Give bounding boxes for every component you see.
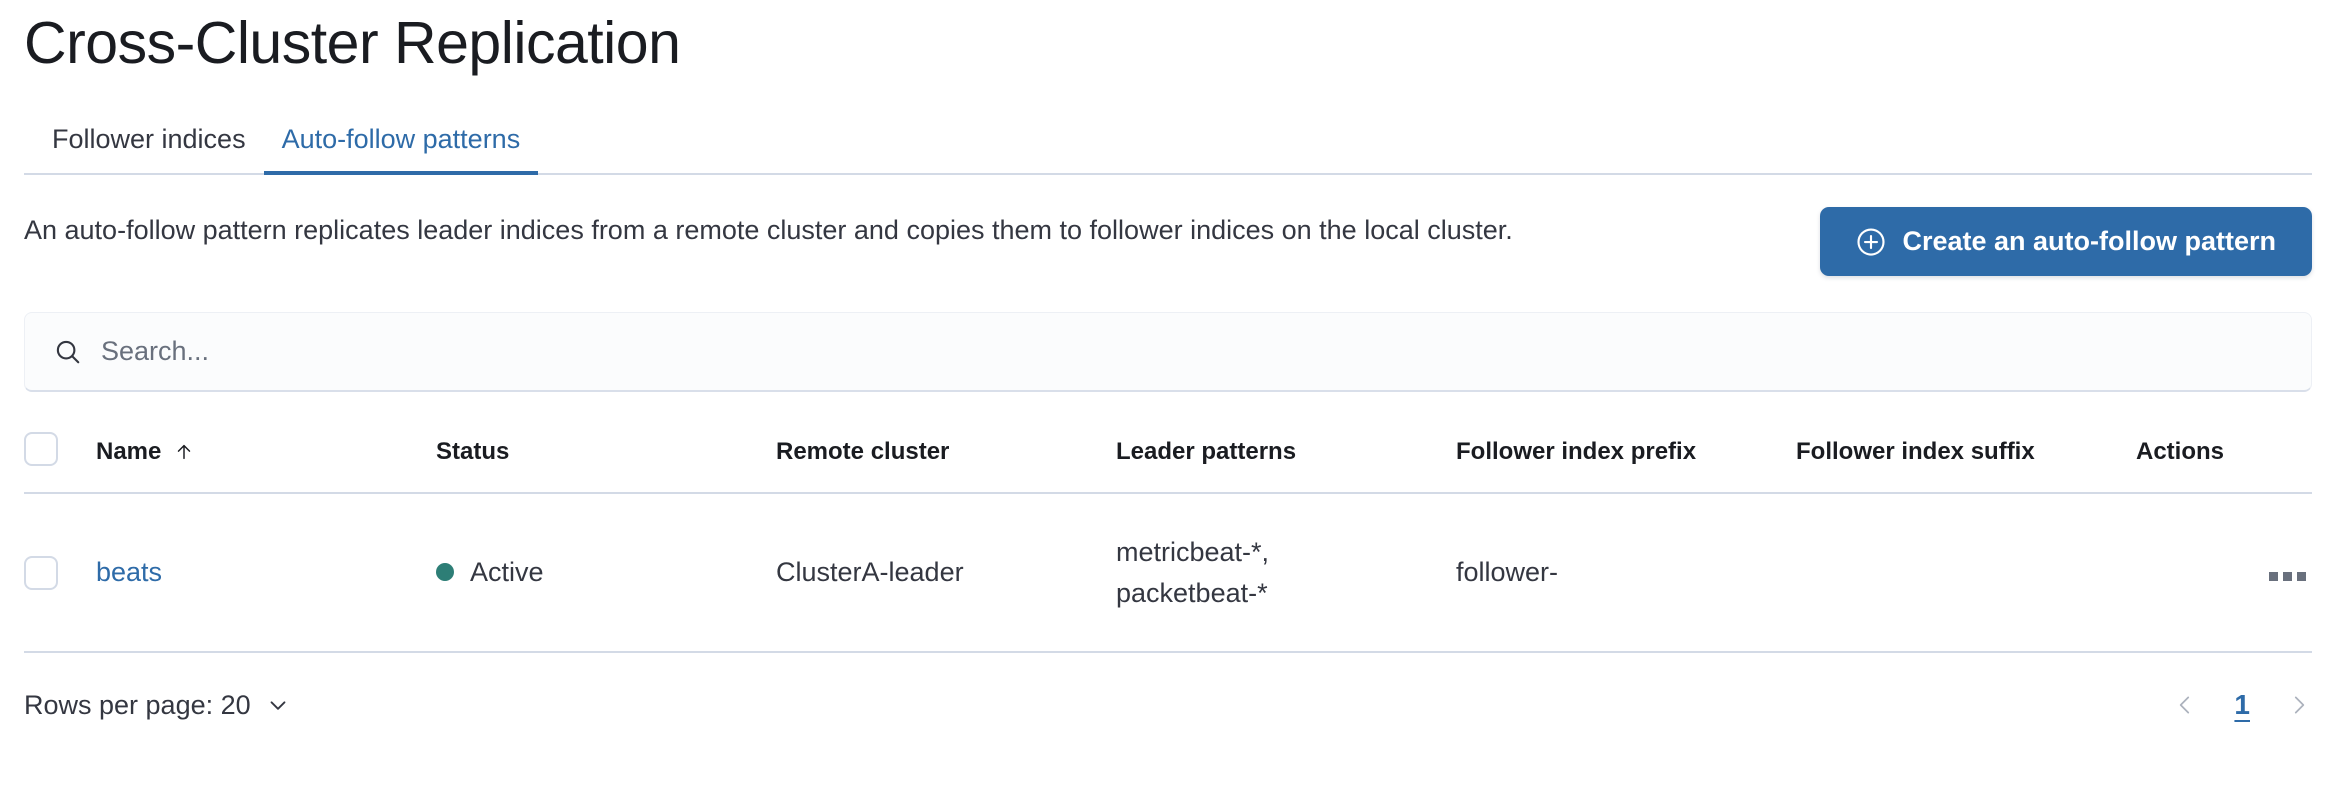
rows-per-page-label: Rows per page: 20 (24, 689, 251, 720)
table-header: Name Status Remote cluster Leade (24, 432, 2312, 493)
row-status-cell: Active (436, 493, 776, 653)
table-row: beats Active ClusterA-leader metricbeat-… (24, 493, 2312, 653)
row-actions-cell (2136, 493, 2312, 653)
chevron-down-icon (265, 692, 291, 718)
page-number-1[interactable]: 1 (2234, 689, 2250, 720)
header-remote-cluster[interactable]: Remote cluster (776, 432, 1116, 493)
arrow-up-icon (173, 441, 195, 463)
search-input[interactable] (101, 336, 2283, 367)
header-follower-index-prefix-label: Follower index prefix (1456, 438, 1697, 465)
header-actions: Actions (2136, 432, 2312, 493)
table-body: beats Active ClusterA-leader metricbeat-… (24, 493, 2312, 653)
plus-in-circle-icon (1856, 227, 1886, 257)
chevron-left-icon[interactable] (2172, 687, 2198, 723)
status-dot-icon (436, 563, 454, 582)
tab-auto-follow-patterns[interactable]: Auto-follow patterns (263, 126, 539, 175)
chevron-right-icon[interactable] (2286, 687, 2312, 723)
ellipsis-horizontal-icon[interactable] (2263, 566, 2312, 587)
table-footer: Rows per page: 20 1 (24, 687, 2312, 723)
header-follower-index-suffix[interactable]: Follower index suffix (1796, 432, 2136, 493)
row-name-cell: beats (96, 493, 436, 653)
header-follower-index-prefix[interactable]: Follower index prefix (1456, 432, 1796, 493)
description-text: An auto-follow pattern replicates leader… (24, 215, 1513, 245)
rows-per-page-selector[interactable]: Rows per page: 20 (24, 690, 291, 721)
header-status-label: Status (436, 438, 510, 465)
row-leader-patterns-cell: metricbeat-*, packetbeat-* (1116, 493, 1456, 653)
header-leader-patterns[interactable]: Leader patterns (1116, 432, 1456, 493)
create-auto-follow-pattern-label: Create an auto-follow pattern (1902, 226, 2276, 256)
auto-follow-pattern-link[interactable]: beats (96, 557, 163, 587)
row-select-cell (24, 493, 96, 653)
row-remote-cluster-cell: ClusterA-leader (776, 493, 1116, 653)
pagination: 1 (2172, 687, 2312, 723)
header-leader-patterns-label: Leader patterns (1116, 438, 1297, 465)
header-name[interactable]: Name (96, 432, 436, 493)
header-remote-cluster-label: Remote cluster (776, 438, 950, 465)
header-actions-label: Actions (2136, 438, 2225, 465)
header-select-all (24, 432, 96, 493)
row-checkbox[interactable] (24, 555, 58, 590)
table-header-row: Name Status Remote cluster Leade (24, 432, 2312, 493)
status-badge: Active (470, 556, 544, 587)
auto-follow-patterns-table: Name Status Remote cluster Leade (24, 432, 2312, 653)
tab-follower-indices[interactable]: Follower indices (24, 126, 264, 173)
row-follower-index-suffix-cell (1796, 493, 2136, 653)
header-status[interactable]: Status (436, 432, 776, 493)
tab-bar: Follower indices Auto-follow patterns (24, 111, 2312, 175)
leader-patterns-value: metricbeat-*, packetbeat-* (1116, 537, 1270, 608)
search-icon (53, 337, 83, 367)
search-bar[interactable] (24, 312, 2312, 392)
header-follower-index-suffix-label: Follower index suffix (1796, 438, 2035, 465)
description-row: An auto-follow pattern replicates leader… (24, 207, 2312, 276)
page-title: Cross-Cluster Replication (24, 10, 681, 76)
create-auto-follow-pattern-button[interactable]: Create an auto-follow pattern (1820, 207, 2312, 276)
select-all-checkbox[interactable] (24, 432, 58, 466)
row-follower-index-prefix-cell: follower- (1456, 493, 1796, 653)
header-name-label: Name (96, 438, 162, 465)
